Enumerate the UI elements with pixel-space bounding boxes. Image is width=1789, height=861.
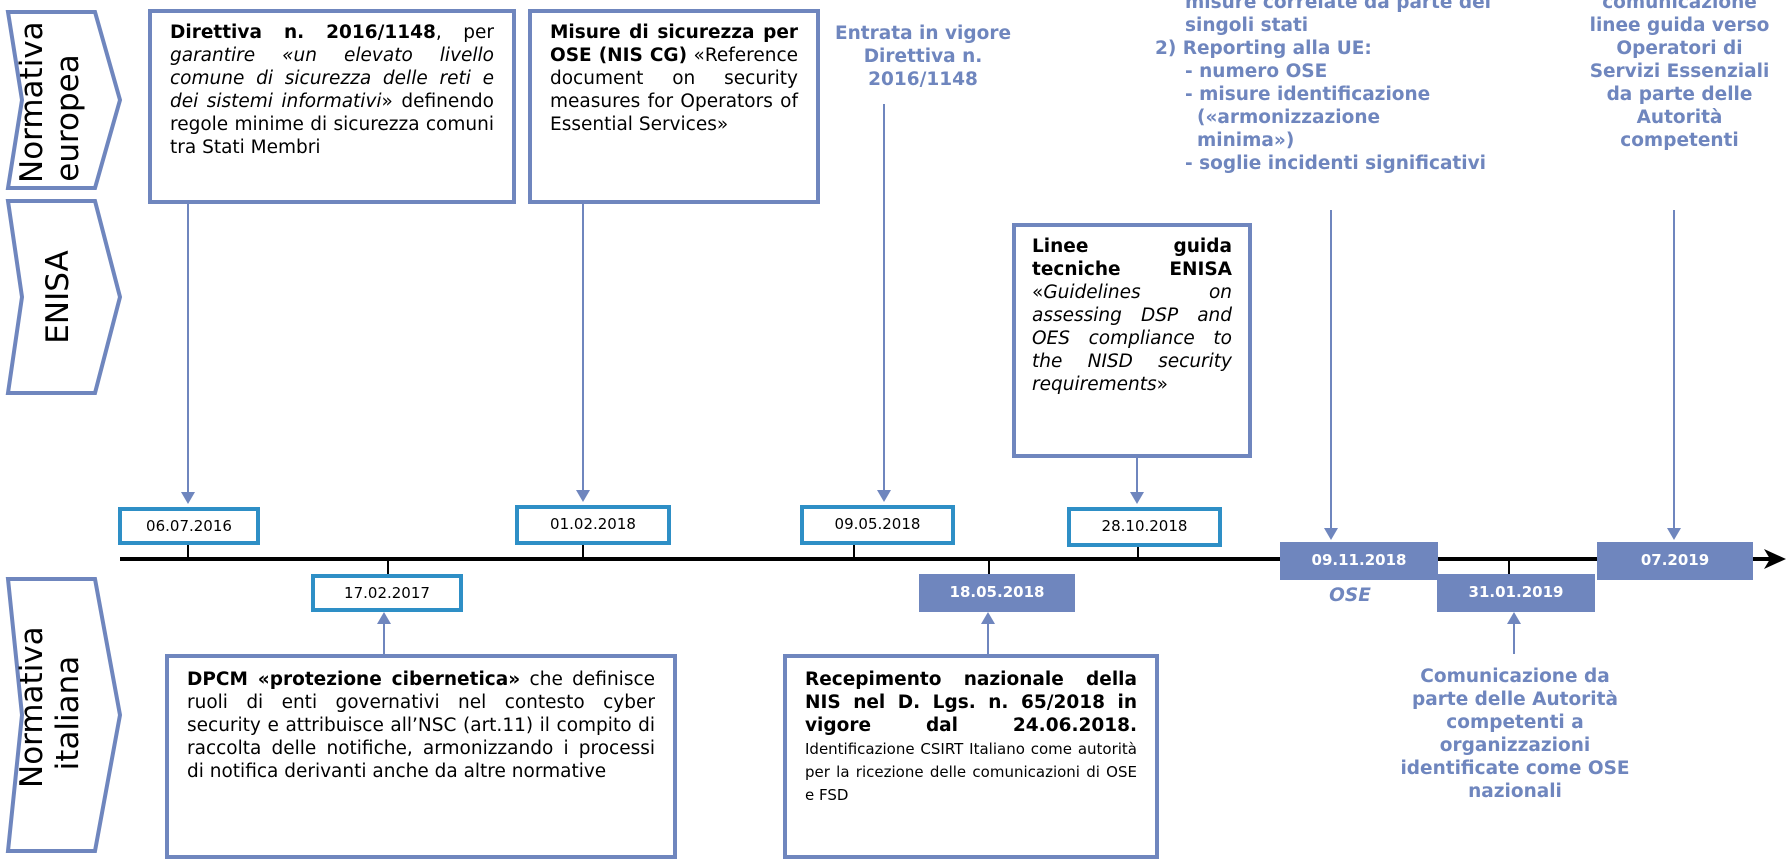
- arrow-up-icon: [1507, 612, 1521, 624]
- arrow-down-icon: [576, 490, 590, 502]
- date-label: 09.05.2018: [800, 505, 955, 545]
- timeline-tick: [1137, 542, 1139, 558]
- connector-line: [383, 624, 385, 654]
- recepimento-box: Recepimento nazionale della NIS nel D. L…: [783, 654, 1159, 859]
- arrow-down-icon: [1130, 492, 1144, 504]
- row-label-enisa: ENISA: [0, 197, 130, 397]
- enisa-guidelines-box: Linee guida tecniche ENISA «Guidelines o…: [1012, 223, 1252, 458]
- chevron-shape: [5, 10, 123, 190]
- connector-line: [883, 104, 885, 492]
- connector-line: [582, 204, 584, 492]
- arrow-down-icon: [1667, 528, 1681, 540]
- arrow-down-icon: [181, 492, 195, 504]
- arrow-up-icon: [981, 612, 995, 624]
- date-label: 06.07.2016: [118, 507, 260, 545]
- entry-into-force-note: Entrata in vigore Direttiva n. 2016/1148: [834, 23, 1011, 90]
- connector-line: [1330, 210, 1332, 530]
- timeline-tick: [187, 542, 189, 558]
- date-label: 28.10.2018: [1067, 507, 1222, 547]
- eu-reporting-note: misure correlate da parte dei singoli st…: [1155, 0, 1492, 174]
- arrow-up-icon: [377, 612, 391, 624]
- timeline-tick: [387, 560, 389, 576]
- ose-label: OSE: [1329, 585, 1371, 606]
- date-label: 18.05.2018: [919, 574, 1075, 612]
- timeline-tick: [1508, 560, 1510, 576]
- chevron-shape: [5, 199, 123, 395]
- timeline-tick: [988, 560, 990, 576]
- timeline-tick: [582, 542, 584, 558]
- arrow-down-icon: [1324, 528, 1338, 540]
- date-label: 17.02.2017: [311, 574, 463, 612]
- chevron-shape: [5, 577, 123, 853]
- connector-line: [1513, 624, 1515, 654]
- connector-line: [987, 624, 989, 654]
- timeline-axis: [120, 557, 1770, 561]
- connector-line: [1673, 210, 1675, 530]
- directive-box: Direttiva n. 2016/1148, per garantire «u…: [148, 9, 516, 204]
- connector-line: [187, 204, 189, 494]
- date-label: 09.11.2018: [1280, 542, 1438, 580]
- dpcm-box: DPCM «protezione cibernetica» che defini…: [165, 654, 677, 859]
- guidelines-communication-note: comunicazione linee guida verso Operator…: [1589, 0, 1770, 151]
- date-label: 01.02.2018: [515, 505, 671, 545]
- nis-cg-box: Misure di sicurezza per OSE (NIS CG) «Re…: [528, 9, 820, 204]
- ose-communication-note: Comunicazione da parte delle Autorità co…: [1400, 666, 1630, 802]
- date-label: 07.2019: [1597, 542, 1753, 580]
- timeline-tick: [853, 542, 855, 558]
- timeline-arrowhead: [1764, 549, 1786, 569]
- connector-line: [1136, 458, 1138, 494]
- date-label: 31.01.2019: [1437, 574, 1595, 612]
- arrow-down-icon: [877, 490, 891, 502]
- row-label-enisa-text: ENISA: [40, 250, 76, 344]
